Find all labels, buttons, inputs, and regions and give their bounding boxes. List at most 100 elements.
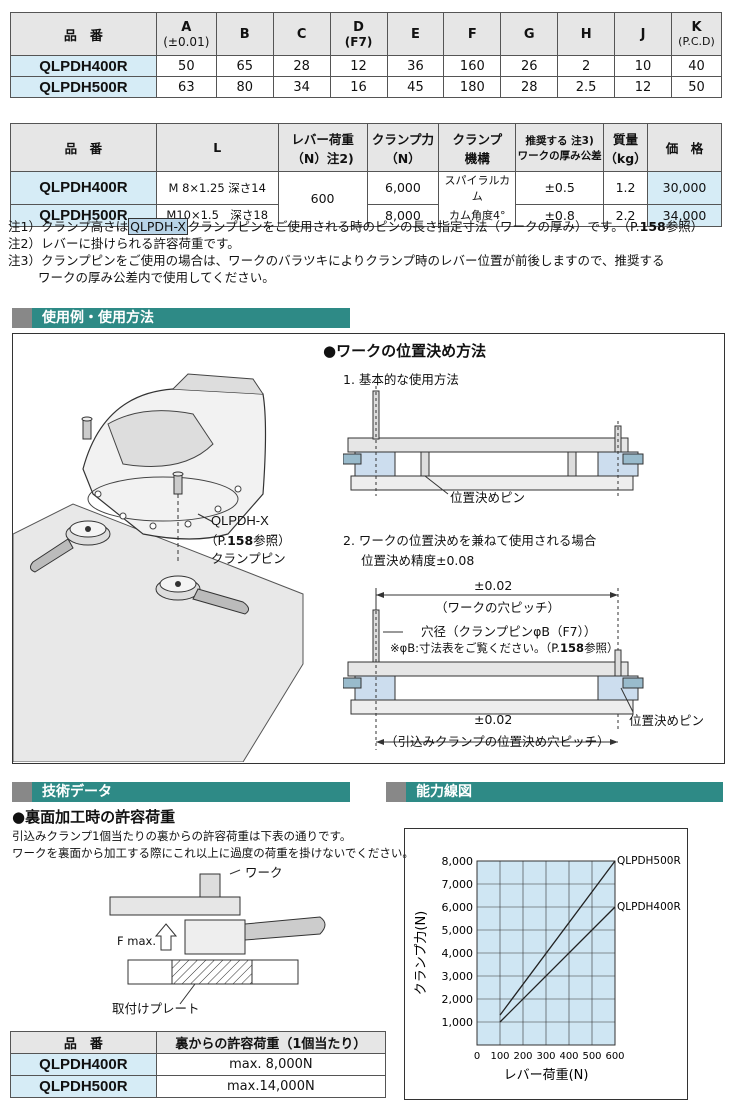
- cell: 8,000: [366, 203, 440, 227]
- x-tick-label: 100: [490, 1051, 509, 1062]
- fmax-label: F max.: [117, 934, 156, 948]
- cell: 160: [443, 55, 502, 77]
- cell: 10: [614, 55, 672, 77]
- series-line: [499, 906, 616, 1023]
- y-axis-label: クランプ力(N): [414, 911, 429, 995]
- cell: 34: [272, 76, 331, 98]
- step-2: 2. ワークの位置決めを兼ねて使用される場合: [343, 533, 597, 548]
- series-line: [499, 860, 616, 1016]
- positioning-diagram-basic: [343, 386, 644, 496]
- cell: 28: [272, 55, 331, 77]
- col-back-load: 裏からの許容荷重（1個当たり）: [155, 1031, 387, 1054]
- cell: max.14,000N: [155, 1075, 387, 1098]
- cell-lever: 600: [277, 171, 368, 227]
- work-label: ワーク: [245, 865, 283, 880]
- col-part-number: 品 番: [10, 12, 157, 56]
- x-tick-label: 300: [536, 1051, 555, 1062]
- tech-desc-2: ワークを裏面から加工する際にこれ以上に過度の荷重を掛けないでください。: [12, 846, 414, 860]
- cell: 180: [443, 76, 502, 98]
- back-load-table: 品 番 裏からの許容荷重（1個当たり） QLPDH400R max. 8,000…: [10, 1031, 387, 1098]
- part-number: QLPDH400R: [10, 55, 157, 77]
- cell: 2: [557, 55, 616, 77]
- col-a: A(±0.01): [155, 12, 217, 56]
- table-row: QLPDH400R 50 65 28 12 36 160 26 2 10 40: [10, 55, 723, 77]
- pin-model-label: QLPDH-X: [211, 513, 269, 528]
- cell: 50: [155, 55, 217, 77]
- part-number: QLPDH500R: [10, 76, 157, 98]
- col-thickness-tol: 推奨する 注3)ワークの厚み公差: [515, 123, 605, 172]
- col-e: E: [386, 12, 445, 56]
- cell: 36: [386, 55, 445, 77]
- cell: 50: [670, 76, 723, 98]
- col-b: B: [215, 12, 274, 56]
- col-j: J: [614, 12, 672, 56]
- col-g: G: [500, 12, 559, 56]
- spec-table-performance: 品 番 L レバー荷重（N）注2) クランプ力（N） クランプ機構 推奨する 注…: [10, 123, 722, 227]
- cell: 45: [386, 76, 445, 98]
- col-price: 価 格: [647, 123, 722, 172]
- clamp-illustration: [13, 373, 304, 762]
- step-1: 1. 基本的な使用方法: [343, 372, 459, 387]
- positioning-pin-label: 位置決めピン: [450, 490, 526, 505]
- cell: 6,000: [366, 171, 440, 205]
- cell: 26: [500, 55, 559, 77]
- col-h: H: [557, 12, 616, 56]
- pin-label: クランプピン: [211, 551, 286, 566]
- spec-table-dimensions: 品 番 A(±0.01) B C D(F7) E F G H J K(P.C.D…: [10, 12, 723, 98]
- col-f: F: [443, 12, 502, 56]
- col-l: L: [155, 123, 279, 172]
- x-tick-label: 200: [513, 1051, 532, 1062]
- y-tick-label: 2,000: [442, 993, 474, 1006]
- tech-title: ●裏面加工時の許容荷重: [12, 808, 176, 826]
- price: 34,000: [647, 203, 722, 227]
- cell: 12: [614, 76, 672, 98]
- cell: 28: [500, 76, 559, 98]
- table-row: QLPDH400R max. 8,000N: [10, 1053, 387, 1076]
- cell: 2.5: [557, 76, 616, 98]
- section-bar-usage: 使用例・使用方法: [12, 308, 350, 328]
- price: 30,000: [647, 171, 722, 205]
- plate-label: 取付けプレート: [112, 1001, 200, 1016]
- series-label: QLPDH500R: [617, 855, 681, 867]
- col-clamp-force: クランプ力（N）: [366, 123, 440, 172]
- x-tick-label: 600: [605, 1051, 624, 1062]
- y-tick-label: 4,000: [442, 947, 474, 960]
- cell: 16: [329, 76, 388, 98]
- col-mass: 質量（kg）: [603, 123, 649, 172]
- accuracy-label: 位置決め精度±0.08: [361, 553, 475, 568]
- positioning-pin-label-2: 位置決めピン: [629, 713, 705, 728]
- note-2: 注2）レバーに掛けられる許容荷重です。: [8, 236, 240, 251]
- section-bar-tech: 技術データ: [12, 782, 350, 802]
- x-axis-label: レバー荷重(N): [504, 1067, 589, 1083]
- pin-ref: （P.158参照）: [205, 533, 291, 548]
- y-tick-label: 7,000: [442, 878, 474, 891]
- hole-diameter-label: 穴径（クランプピンφB（F7））: [421, 624, 597, 639]
- part-number: QLPDH400R: [10, 1053, 157, 1076]
- link-qlpdh-x[interactable]: QLPDH-X: [128, 218, 188, 235]
- cell: 65: [215, 55, 274, 77]
- col-d: D(F7): [329, 12, 388, 56]
- cell: 63: [155, 76, 217, 98]
- y-tick-label: 8,000: [442, 855, 474, 868]
- cell: 1.2: [603, 171, 649, 205]
- part-number: QLPDH400R: [10, 171, 157, 205]
- tech-desc-1: 引込みクランプ1個当たりの裏からの許容荷重は下表の通りです。: [12, 829, 352, 843]
- table-row: QLPDH500R M10×1.5 深さ18 8,000 カム角度4° ±0.8…: [10, 203, 722, 227]
- part-number: QLPDH500R: [10, 203, 157, 227]
- col-lever-load: レバー荷重（N）注2): [277, 123, 368, 172]
- col-part-number: 品 番: [10, 123, 157, 172]
- cell: ±0.5: [515, 171, 605, 205]
- table-row: QLPDH400R M 8×1.25 深さ14 600 6,000 スパイラルカ…: [10, 171, 722, 227]
- y-tick-label: 5,000: [442, 924, 474, 937]
- positioning-title: ●ワークの位置決め方法: [323, 342, 487, 360]
- col-c: C: [272, 12, 331, 56]
- x-tick-label: 500: [582, 1051, 601, 1062]
- hole-note: ※φB:寸法表をご覧ください。（P.158参照）: [390, 641, 619, 655]
- y-tick-label: 1,000: [442, 1016, 474, 1029]
- col-part-number: 品 番: [10, 1031, 157, 1054]
- cell: 40: [670, 55, 723, 77]
- part-number: QLPDH500R: [10, 1075, 157, 1098]
- y-tick-label: 3,000: [442, 970, 474, 983]
